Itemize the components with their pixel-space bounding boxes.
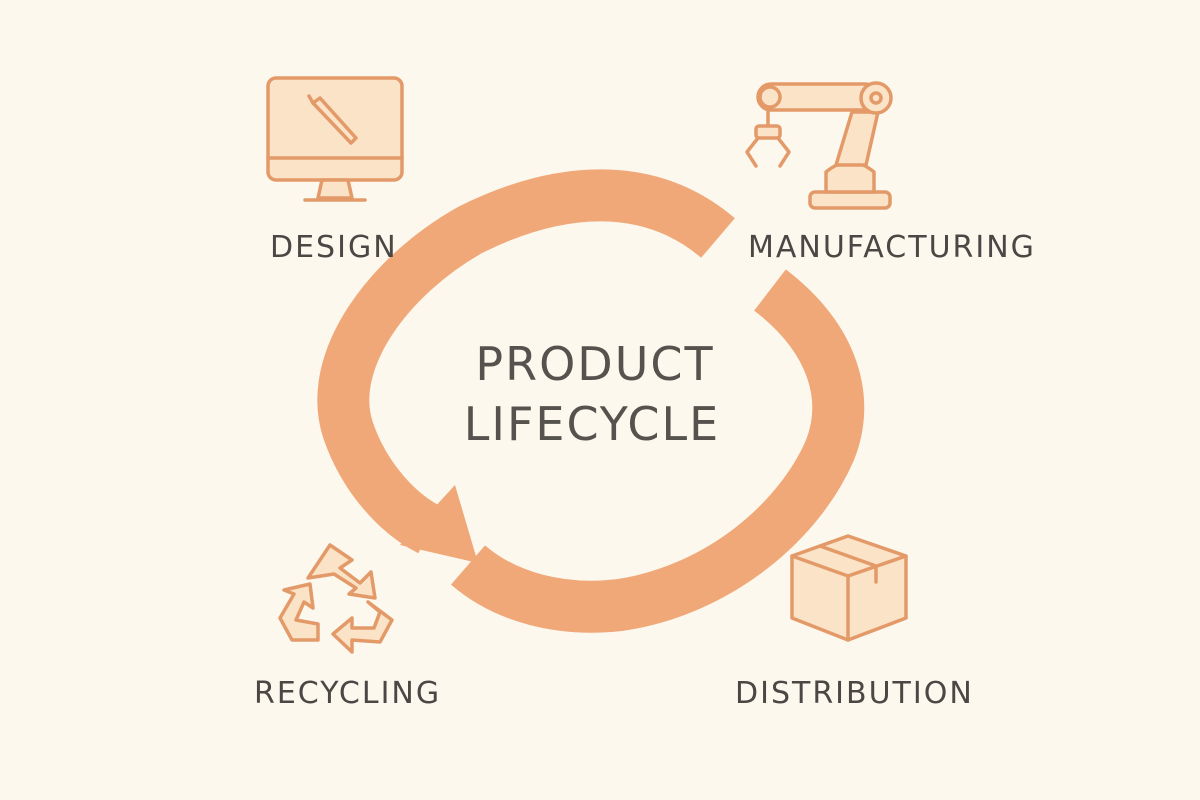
robotic-arm-icon — [745, 81, 893, 210]
cycle-arrows — [317, 169, 865, 633]
design-label: DESIGN — [270, 230, 398, 265]
recycle-icon — [278, 543, 394, 654]
center-title-line1: PRODUCT — [475, 337, 714, 391]
monitor-pencil-icon — [266, 76, 404, 202]
manufacturing-label: MANUFACTURING — [748, 230, 1036, 265]
cycle-arrow-right — [451, 269, 865, 633]
cycle-arrow-left-head — [400, 485, 478, 563]
distribution-label: DISTRIBUTION — [735, 676, 974, 711]
cardboard-box-icon — [790, 534, 908, 642]
recycling-label: RECYCLING — [254, 676, 441, 711]
center-title-line2: LIFECYCLE — [464, 397, 720, 451]
cycle-arrow-left — [317, 169, 735, 554]
